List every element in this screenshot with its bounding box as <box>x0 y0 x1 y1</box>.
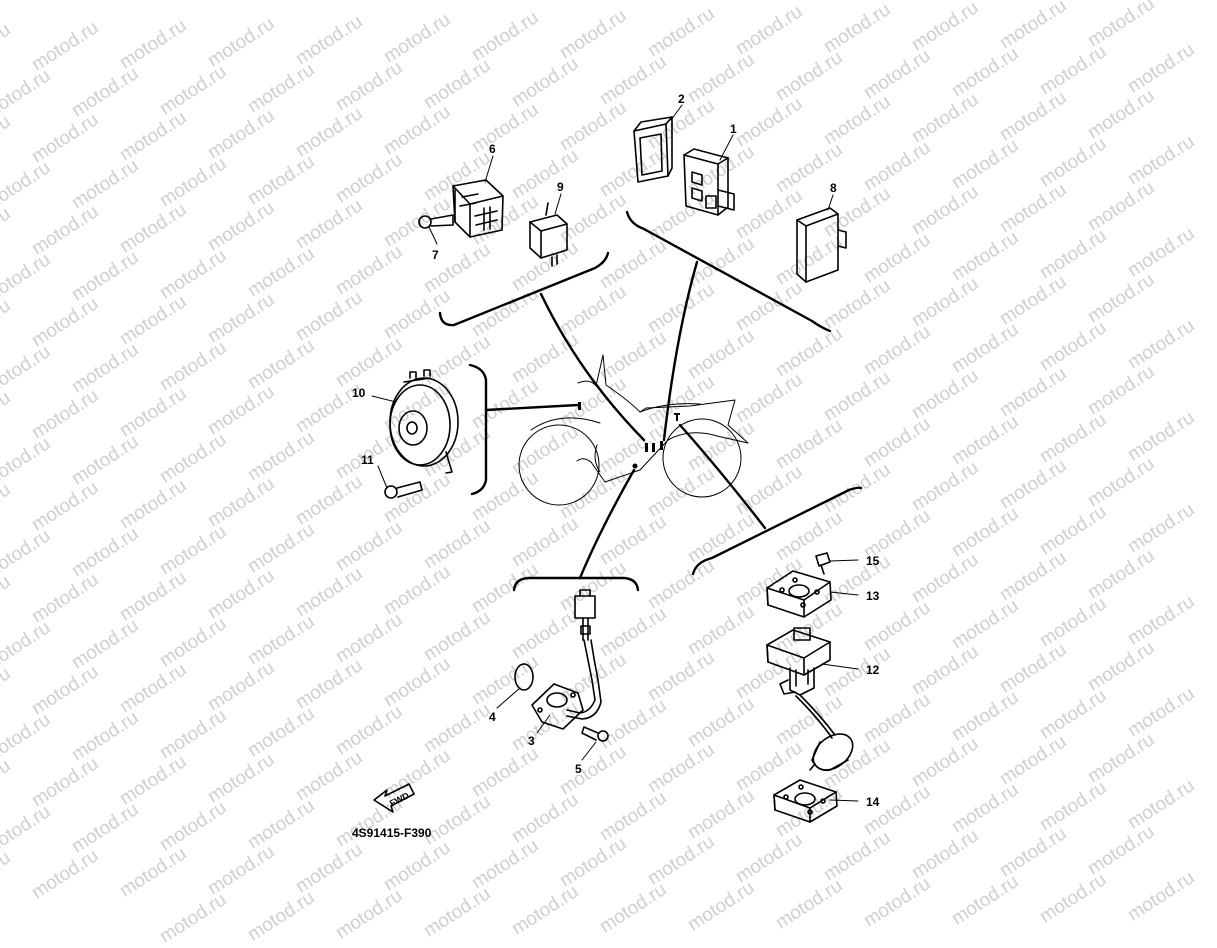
leader-top-left <box>539 292 646 442</box>
bracket-left <box>468 363 488 496</box>
callout-8: 8 <box>830 181 837 195</box>
bracket-top-right <box>625 210 832 333</box>
bracket-bottom <box>512 576 640 592</box>
callout-7: 7 <box>432 248 439 262</box>
motorcycle-outline <box>518 354 749 506</box>
parts-diagram: FWD 2 1 6 9 8 7 10 11 15 13 12 4 3 5 14 <box>352 92 880 823</box>
leader-left <box>484 403 580 412</box>
part-1-relay <box>683 148 735 216</box>
leader-bottom-right <box>678 423 767 530</box>
part-4-oring <box>514 663 534 691</box>
callout-numbers: 2 1 6 9 8 7 10 11 15 13 12 4 3 5 14 <box>352 92 880 809</box>
leader-top-right <box>662 260 699 442</box>
bracket-bottom-right <box>691 486 863 576</box>
callout-3: 3 <box>528 734 535 748</box>
callout-14: 14 <box>866 795 880 809</box>
part-11-bolt <box>384 481 423 499</box>
bracket-top-left <box>438 251 610 327</box>
diagram-code: 4S91415-F390 <box>352 826 432 840</box>
part-9-relay <box>529 202 568 267</box>
callout-6: 6 <box>489 142 496 156</box>
callout-5: 5 <box>575 762 582 776</box>
part-7-bolt <box>418 214 454 229</box>
callout-15: 15 <box>866 554 880 568</box>
part-3-sender <box>531 589 602 730</box>
part-10-horn <box>389 369 459 474</box>
callout-10: 10 <box>352 386 366 400</box>
part-5-screw <box>581 726 609 742</box>
location-markers <box>578 402 680 469</box>
part-2-cover <box>633 116 673 183</box>
callout-9: 9 <box>557 180 564 194</box>
callout-13: 13 <box>866 589 880 603</box>
leader-bottom <box>578 468 636 580</box>
callout-12: 12 <box>866 663 880 677</box>
part-8-ecu <box>796 207 847 283</box>
callout-2: 2 <box>678 92 685 106</box>
part-13-gasket <box>766 570 832 618</box>
part-12-gauge <box>766 627 854 772</box>
callout-leaders <box>371 104 859 802</box>
part-6-rectifier <box>452 179 504 238</box>
part-15-screw <box>815 552 831 575</box>
callout-1: 1 <box>730 122 737 136</box>
callout-11: 11 <box>361 453 374 467</box>
callout-4: 4 <box>489 710 496 724</box>
part-14-gasket <box>773 779 838 823</box>
fwd-arrow-icon <box>373 783 415 813</box>
